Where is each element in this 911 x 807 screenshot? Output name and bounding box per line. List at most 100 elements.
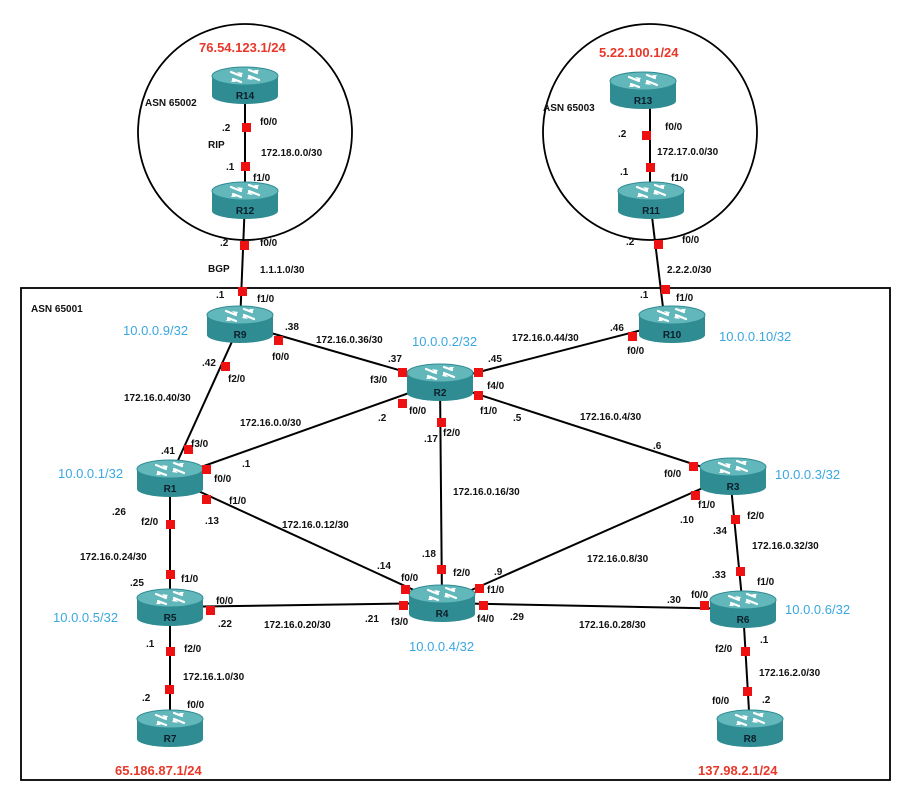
subnet-label: 172.16.0.44/30: [512, 333, 579, 344]
port-r10-f0-0[interactable]: [628, 332, 637, 341]
router-r10[interactable]: R10: [637, 304, 707, 345]
port-r2-f3-0[interactable]: [398, 368, 407, 377]
port-r3-f0-0[interactable]: [689, 462, 698, 471]
router-r6[interactable]: R6: [708, 589, 778, 630]
router-r9[interactable]: R9: [205, 304, 275, 345]
router-label: R6: [737, 615, 750, 626]
interface-label: f2/0: [184, 644, 202, 655]
router-label: R8: [744, 734, 757, 745]
router-r3[interactable]: R3: [698, 456, 768, 497]
loopbacks: 10.0.0.9/32 10.0.0.2/32 10.0.0.10/32 10.…: [53, 323, 850, 654]
port-r5-f0-0[interactable]: [206, 606, 215, 615]
loopback-r6: 10.0.0.6/32: [785, 602, 850, 617]
subnet-label: 172.17.0.0/30: [657, 147, 719, 158]
subnet-label: 172.16.0.4/30: [580, 412, 642, 423]
router-r1[interactable]: R1: [135, 458, 205, 499]
router-r5[interactable]: R5: [135, 587, 205, 628]
interface-label: f0/0: [272, 352, 290, 363]
port-r13-f0-0[interactable]: [642, 131, 651, 140]
router-r8[interactable]: R8: [715, 708, 785, 749]
port-r12-f0-0[interactable]: [240, 241, 249, 250]
port-r2-f1-0[interactable]: [474, 391, 483, 400]
port-r14-f0-0[interactable]: [242, 123, 251, 132]
port-r1-f3-0[interactable]: [184, 445, 193, 454]
host-address: .34: [713, 526, 727, 537]
port-r4-f2-0[interactable]: [437, 565, 446, 574]
asn-65003-boundary: [542, 23, 758, 241]
external-network-r8: 137.98.2.1/24: [698, 763, 778, 778]
loopback-r9: 10.0.0.9/32: [123, 323, 188, 338]
loopback-r1: 10.0.0.1/32: [58, 466, 123, 481]
port-r4-f4-0[interactable]: [479, 601, 488, 610]
link-r6-r8: [742, 608, 751, 729]
interface-label: f2/0: [228, 374, 246, 385]
router-r11[interactable]: R11: [616, 180, 686, 221]
link-r2-r1: [169, 381, 441, 479]
link-r12-r9: [239, 199, 246, 325]
port-r2-f4-0[interactable]: [474, 368, 483, 377]
router-r4[interactable]: R4: [407, 583, 477, 624]
host-address: .45: [488, 354, 502, 365]
port-r9-f1-0[interactable]: [238, 287, 247, 296]
link-r1-r4: [169, 477, 443, 604]
router-r14[interactable]: R14: [210, 65, 280, 106]
port-r10-f1-0[interactable]: [661, 285, 670, 294]
link-r3-r4: [441, 475, 731, 604]
subnet-label: 172.16.0.16/30: [453, 487, 520, 498]
loopback-r4: 10.0.0.4/32: [409, 639, 474, 654]
subnet-label: 172.16.2.0/30: [759, 668, 821, 679]
router-r7[interactable]: R7: [135, 708, 205, 749]
port-r1-f0-0[interactable]: [202, 465, 211, 474]
host-address: .5: [513, 413, 522, 424]
port-r6-f2-0[interactable]: [741, 647, 750, 656]
interface-label: f0/0: [216, 596, 234, 607]
port-r2-f2-0[interactable]: [437, 418, 446, 427]
port-r5-f2-0[interactable]: [166, 647, 175, 656]
router-r12[interactable]: R12: [210, 180, 280, 221]
subnet-label: 172.16.0.28/30: [579, 620, 646, 631]
host-address: .1: [640, 290, 649, 301]
interface-label: f0/0: [401, 573, 419, 584]
host-address: .9: [494, 567, 503, 578]
port-r1-f2-0[interactable]: [166, 520, 175, 529]
port-r1-f1-0[interactable]: [202, 495, 211, 504]
external-networks: 76.54.123.1/24 5.22.100.1/24 65.186.87.1…: [115, 40, 778, 778]
host-address: .2: [220, 238, 229, 249]
port-r4-f3-0[interactable]: [399, 601, 408, 610]
loopback-r2: 10.0.0.2/32: [412, 334, 477, 349]
protocol-label: RIP: [208, 140, 225, 151]
subnet-label: 2.2.2.0/30: [667, 265, 712, 276]
interface-label: f1/0: [181, 574, 199, 585]
host-address: .2: [222, 123, 231, 134]
host-address: .22: [218, 619, 232, 630]
port-r11-f0-0[interactable]: [654, 240, 663, 249]
port-r6-f0-0[interactable]: [700, 601, 709, 610]
port-r4-f1-0[interactable]: [475, 584, 484, 593]
port-r9-f2-0[interactable]: [221, 362, 230, 371]
port-r5-f1-0[interactable]: [166, 570, 175, 579]
link-r2-r3: [439, 381, 731, 477]
subnet-label: 172.16.0.32/30: [752, 541, 819, 552]
router-label: R12: [236, 206, 255, 217]
router-label: R3: [727, 482, 740, 493]
port-r9-f0-0[interactable]: [274, 336, 283, 345]
port-r6-f1-0[interactable]: [736, 567, 745, 576]
router-label: R14: [236, 91, 255, 102]
router-label: R5: [164, 613, 177, 624]
port-r4-f0-0[interactable]: [401, 585, 410, 594]
port-r7-f0-0[interactable]: [165, 685, 174, 694]
router-r2[interactable]: R2: [405, 362, 475, 403]
port-r8-f0-0[interactable]: [743, 687, 752, 696]
port-r2-f0-0[interactable]: [398, 399, 407, 408]
port-r11-f1-0[interactable]: [646, 163, 655, 172]
port-r3-f2-0[interactable]: [731, 515, 740, 524]
host-address: .37: [388, 354, 402, 365]
interface-label: f1/0: [757, 577, 775, 588]
port-r12-f1-0[interactable]: [241, 162, 250, 171]
router-r13[interactable]: R13: [608, 70, 678, 111]
link-r3-r6: [729, 475, 744, 610]
interface-label: f1/0: [253, 173, 271, 184]
asn-65002-boundary: [137, 23, 353, 241]
port-r3-f1-0[interactable]: [691, 491, 700, 500]
